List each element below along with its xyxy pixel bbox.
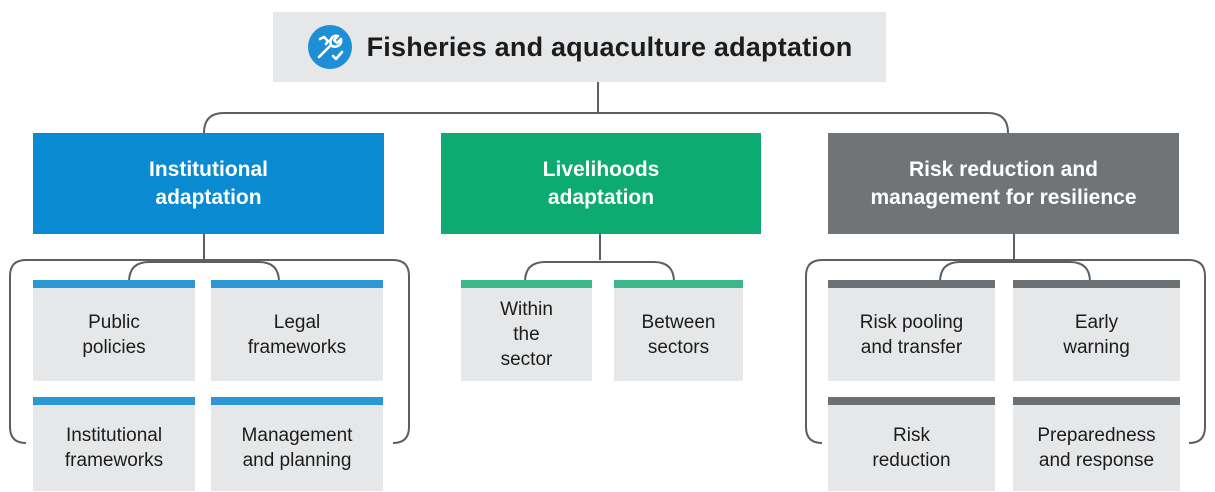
item-accent-bar bbox=[33, 280, 195, 288]
root-title: Fisheries and aquaculture adaptation bbox=[366, 31, 853, 62]
item-risk-pooling: Risk pooling and transfer bbox=[828, 288, 995, 381]
item-accent-bar bbox=[1013, 397, 1180, 405]
item-institutional-frameworks: Institutional frameworks bbox=[33, 405, 195, 491]
item-risk-reduction: Risk reduction bbox=[828, 405, 995, 491]
item-accent-bar bbox=[461, 280, 592, 288]
item-label-line: Risk pooling bbox=[859, 311, 964, 333]
root-node: Fisheries and aquaculture adaptation bbox=[273, 12, 886, 82]
top-branch bbox=[203, 112, 1009, 134]
wrench-check-icon bbox=[307, 25, 352, 69]
item-accent-bar bbox=[614, 280, 743, 288]
risk-bracket bbox=[805, 259, 1206, 444]
category-label-line: Institutional bbox=[149, 157, 268, 181]
item-label-line: Between bbox=[641, 311, 716, 333]
item-label-line: Public bbox=[88, 311, 140, 333]
item-label-line: sector bbox=[500, 349, 553, 370]
institutional-split bbox=[128, 261, 280, 283]
category-label-line: management for resilience bbox=[870, 185, 1137, 209]
item-accent-bar bbox=[33, 397, 195, 405]
item-label-line: Early bbox=[1074, 311, 1119, 333]
item-label-line: policies bbox=[82, 336, 146, 358]
item-accent-bar bbox=[211, 397, 383, 405]
item-label-line: reduction bbox=[872, 450, 951, 471]
item-management-planning: Management and planning bbox=[211, 405, 383, 491]
item-accent-bar bbox=[211, 280, 383, 288]
item-early-warning: Early warning bbox=[1013, 288, 1180, 381]
item-public-policies: Public policies bbox=[33, 288, 195, 381]
institutional-bracket bbox=[9, 259, 410, 444]
item-within-sector: Within the sector bbox=[461, 288, 592, 381]
item-legal-frameworks: Legal frameworks bbox=[211, 288, 383, 381]
item-label-line: and response bbox=[1038, 450, 1155, 471]
item-accent-bar bbox=[828, 397, 995, 405]
livelihoods-split bbox=[524, 261, 675, 283]
category-label-line: adaptation bbox=[547, 185, 655, 209]
item-label-line: Preparedness bbox=[1037, 425, 1156, 446]
category-label-line: Risk reduction and bbox=[908, 157, 1098, 181]
item-accent-bar bbox=[1013, 280, 1180, 288]
category-label-line: Livelihoods bbox=[542, 157, 660, 181]
item-label-line: frameworks bbox=[64, 450, 164, 471]
item-label-line: and transfer bbox=[860, 336, 963, 358]
item-label-line: warning bbox=[1063, 336, 1130, 358]
category-institutional: Institutional adaptation bbox=[33, 133, 384, 234]
item-label-line: frameworks bbox=[247, 336, 347, 358]
item-label-line: sectors bbox=[647, 336, 710, 358]
item-accent-bar bbox=[828, 280, 995, 288]
item-label-line: Within bbox=[500, 299, 553, 320]
item-label-line: the bbox=[513, 324, 540, 345]
item-label-line: Institutional bbox=[65, 425, 163, 446]
item-label-line: Risk bbox=[893, 425, 930, 446]
category-livelihoods: Livelihoods adaptation bbox=[441, 133, 761, 234]
item-label-line: Management bbox=[241, 425, 353, 446]
item-label-line: and planning bbox=[242, 450, 352, 471]
item-between-sectors: Between sectors bbox=[614, 288, 743, 381]
category-label-line: adaptation bbox=[155, 185, 262, 209]
risk-split bbox=[939, 261, 1091, 283]
item-preparedness-response: Preparedness and response bbox=[1013, 405, 1180, 491]
item-label-line: Legal bbox=[273, 311, 321, 333]
category-risk: Risk reduction and management for resili… bbox=[828, 133, 1179, 234]
